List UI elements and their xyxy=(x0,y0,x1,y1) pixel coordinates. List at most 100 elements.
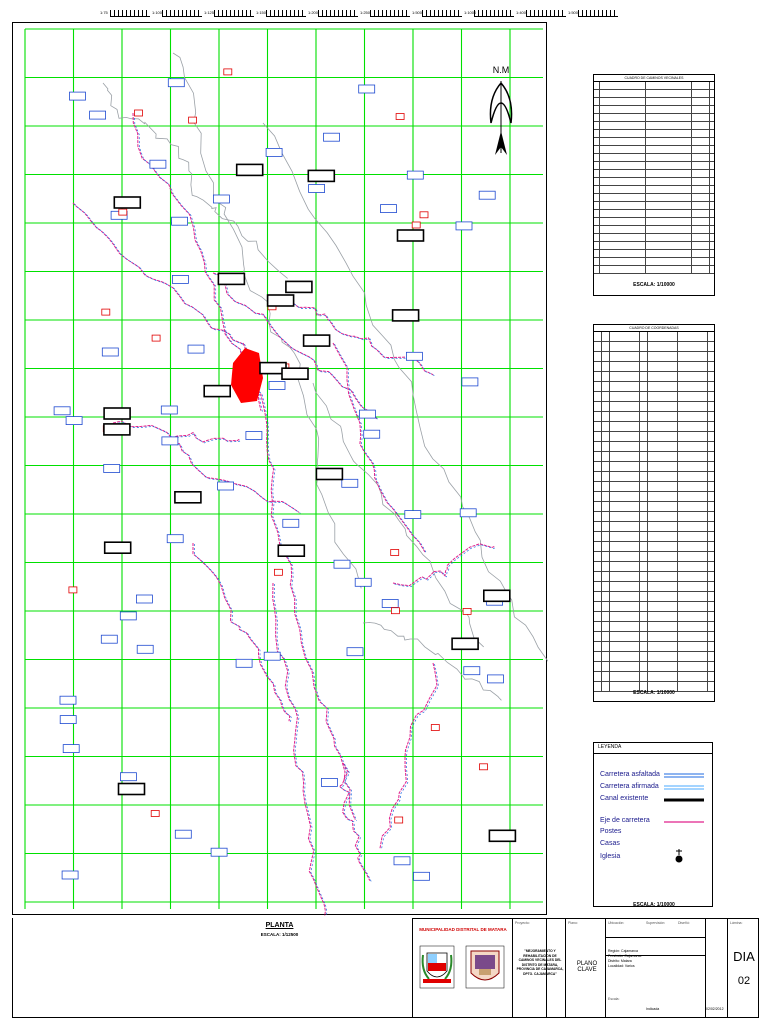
table-cell xyxy=(646,130,692,137)
table-cell xyxy=(640,332,648,341)
table-cell xyxy=(600,210,646,217)
table-cell xyxy=(692,186,710,193)
table-cell xyxy=(678,562,708,571)
table-cell xyxy=(640,642,648,651)
table-cell xyxy=(594,90,600,97)
title-block-details: Ubicación: Supervisión: Diseñó: Región: … xyxy=(606,919,706,1017)
title-block-sheet: Lámina: DIA 02 xyxy=(728,919,760,1017)
table-cell xyxy=(646,218,692,225)
unpaved-road-symbol-icon xyxy=(664,785,704,790)
map-callout xyxy=(118,208,128,216)
table-cell xyxy=(610,642,640,651)
scale-ruler-bar xyxy=(474,10,514,17)
table-cell xyxy=(648,672,678,681)
table-cell xyxy=(640,512,648,521)
scale-ruler-label: 1:500 xyxy=(412,10,423,15)
map-callout xyxy=(188,116,198,124)
table-cell xyxy=(640,342,648,351)
road-line xyxy=(273,583,328,916)
table-row xyxy=(594,682,714,692)
table-cell xyxy=(594,210,600,217)
title-block-project: Proyecto: "MEJORAMIENTO Y REHABILITACION… xyxy=(513,919,566,1017)
table-cell xyxy=(648,452,678,461)
table-cell xyxy=(692,170,710,177)
table-cell xyxy=(646,98,692,105)
table-cell xyxy=(646,82,692,89)
table-cell xyxy=(646,170,692,177)
table-cell xyxy=(678,582,708,591)
table-row xyxy=(594,442,714,452)
table-cell xyxy=(678,332,708,341)
table-cell xyxy=(648,472,678,481)
table-cell xyxy=(610,652,640,661)
road-line xyxy=(74,203,245,346)
table-cell xyxy=(648,522,678,531)
table-cell xyxy=(678,632,708,641)
table-cell xyxy=(678,432,708,441)
table-row xyxy=(594,572,714,582)
table-cell xyxy=(594,432,602,441)
table-cell xyxy=(594,202,600,209)
table-cell xyxy=(678,412,708,421)
scale-ruler-bar xyxy=(526,10,566,17)
table-cell xyxy=(594,532,602,541)
table-cell xyxy=(594,194,600,201)
table-cell xyxy=(594,542,602,551)
table-cell xyxy=(602,672,610,681)
road-line xyxy=(114,421,242,444)
map-frame: N.M xyxy=(12,22,548,916)
table-cell xyxy=(678,682,708,691)
location-line: Provincia: Cajamarca xyxy=(608,954,642,958)
map-canvas[interactable]: N.M xyxy=(13,23,548,916)
table-cell xyxy=(646,154,692,161)
table-row xyxy=(594,342,714,352)
table-cell xyxy=(692,266,710,273)
table-cell xyxy=(640,552,648,561)
locality-box xyxy=(482,589,511,603)
table-cell xyxy=(600,226,646,233)
table-cell xyxy=(692,234,710,241)
table-row xyxy=(594,162,714,170)
legend-item-canal: Canal existente xyxy=(600,795,649,802)
table-cell xyxy=(600,114,646,121)
scale-ruler-bar xyxy=(162,10,202,17)
road-axis-line xyxy=(379,662,438,849)
table-row xyxy=(594,612,714,622)
table-cell xyxy=(600,250,646,257)
road-table: CUADRO DE CAMINOS VECINALES xyxy=(593,74,715,296)
table-cell xyxy=(646,138,692,145)
table-cell xyxy=(678,382,708,391)
table-cell xyxy=(600,186,646,193)
table-row xyxy=(594,522,714,532)
map-callout xyxy=(89,110,106,120)
table-cell xyxy=(640,462,648,471)
road-axis-line xyxy=(72,202,243,345)
river-line xyxy=(312,382,484,648)
table-cell xyxy=(640,392,648,401)
sheet-label: Lámina: xyxy=(730,921,743,925)
table-cell xyxy=(648,422,678,431)
table-cell xyxy=(610,572,640,581)
table-cell xyxy=(600,170,646,177)
map-callout xyxy=(479,763,488,771)
map-callout xyxy=(151,334,161,342)
table-cell xyxy=(646,242,692,249)
table-cell xyxy=(594,652,602,661)
table-cell xyxy=(594,452,602,461)
peru-coat-of-arms-icon xyxy=(419,945,455,989)
table-cell xyxy=(610,532,640,541)
table-cell xyxy=(678,362,708,371)
locality-box xyxy=(281,367,309,381)
table-cell xyxy=(600,154,646,161)
paved-road-symbol-icon xyxy=(664,773,704,778)
table-cell xyxy=(640,622,648,631)
scale-value: Indicada xyxy=(646,1007,660,1011)
table-cell xyxy=(602,342,610,351)
north-arrow-icon: N.M xyxy=(489,65,513,155)
locality-box xyxy=(103,407,131,420)
table-row xyxy=(594,552,714,562)
table-cell xyxy=(640,402,648,411)
table-row xyxy=(594,422,714,432)
map-callout xyxy=(69,91,86,101)
table-cell xyxy=(648,662,678,671)
